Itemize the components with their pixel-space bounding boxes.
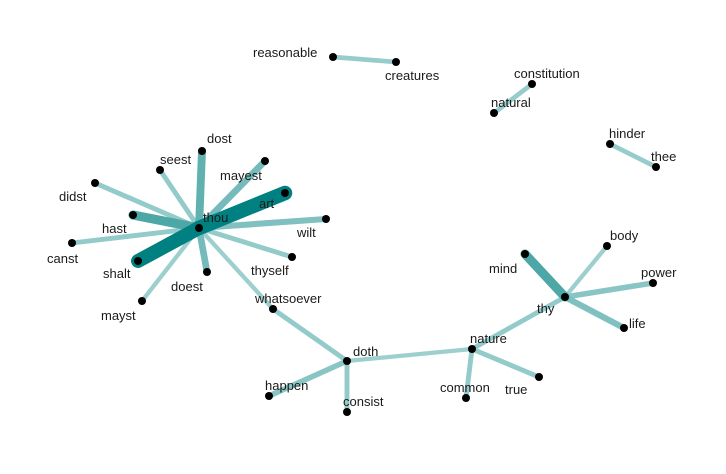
node-label-reasonable: reasonable (253, 45, 317, 60)
node-doth (343, 357, 351, 365)
edge-thy-mind (520, 249, 570, 302)
node-label-true: true (505, 382, 527, 397)
node-label-consist: consist (343, 394, 384, 409)
node-label-common: common (440, 380, 490, 395)
node-art (281, 189, 289, 197)
node-label-seest: seest (160, 152, 191, 167)
node-mayest (261, 157, 269, 165)
node-didst (91, 179, 99, 187)
edge-layer (69, 54, 659, 415)
node-label-thee: thee (651, 149, 676, 164)
node-label-hast: hast (102, 221, 127, 236)
node-label-hinder: hinder (609, 126, 646, 141)
node-label-mayst: mayst (101, 308, 136, 323)
node-thee (652, 163, 660, 171)
node-thou (195, 224, 203, 232)
edge-thou-shalt (131, 221, 206, 268)
edge-nature-thy (469, 294, 568, 352)
node-label-mind: mind (489, 261, 517, 276)
node-label-thou: thou (203, 210, 228, 225)
node-doest (203, 268, 211, 276)
node-hinder (606, 140, 614, 148)
edge-nature-true (469, 346, 542, 380)
edge-thou-canst (69, 225, 202, 246)
node-reasonable (329, 53, 337, 61)
node-dost (198, 147, 206, 155)
edge-thou-dost (195, 147, 206, 232)
node-label-mayest: mayest (220, 168, 262, 183)
node-power (649, 279, 657, 287)
node-label-didst: didst (59, 189, 87, 204)
node-wilt (322, 215, 330, 223)
node-shalt (134, 257, 142, 265)
node-label-natural: natural (491, 95, 531, 110)
edge-thy-power (562, 280, 656, 300)
edge-reasonable-creatures (330, 54, 399, 65)
node-thyself (288, 253, 296, 261)
node-label-creatures: creatures (385, 68, 440, 83)
edge-thou-thyself (196, 225, 295, 260)
edge-thou-doest (195, 224, 211, 276)
node-creatures (392, 58, 400, 66)
edge-doth-happen (266, 358, 350, 399)
node-label-constitution: constitution (514, 66, 580, 81)
edge-thou-hast (128, 210, 204, 233)
node-label-body: body (610, 228, 639, 243)
edge-thou-art (191, 185, 293, 236)
edge-constitution-natural (491, 81, 535, 116)
edge-whatsoever-doth (270, 306, 350, 364)
node-constitution (528, 80, 536, 88)
node-happen (265, 392, 273, 400)
node-label-doest: doest (171, 279, 203, 294)
node-true (535, 373, 543, 381)
node-label-thyself: thyself (251, 263, 289, 278)
node-consist (343, 408, 351, 416)
node-hast (129, 211, 137, 219)
edge-thou-whatsoever (196, 225, 276, 312)
node-layer (68, 53, 660, 416)
node-life (620, 324, 628, 332)
node-label-thy: thy (537, 301, 555, 316)
node-label-happen: happen (265, 378, 308, 393)
node-common (462, 394, 470, 402)
node-label-shalt: shalt (103, 266, 131, 281)
node-label-wilt: wilt (296, 225, 316, 240)
node-mind (521, 250, 529, 258)
edge-thy-body (562, 243, 610, 300)
node-thy (561, 293, 569, 301)
node-label-dost: dost (207, 131, 232, 146)
node-canst (68, 239, 76, 247)
node-mayst (138, 297, 146, 305)
node-label-nature: nature (470, 331, 507, 346)
node-whatsoever (269, 305, 277, 313)
node-label-canst: canst (47, 251, 78, 266)
node-label-power: power (641, 265, 677, 280)
node-label-whatsoever: whatsoever (254, 291, 322, 306)
edge-hinder-thee (607, 141, 659, 170)
edge-thy-life (561, 293, 628, 332)
edge-doth-nature (344, 346, 475, 364)
edge-nature-common (463, 346, 475, 401)
node-label-life: life (629, 316, 646, 331)
node-natural (490, 109, 498, 117)
label-layer: reasonable creatures constitution natural hi… (47, 45, 677, 409)
node-seest (156, 166, 164, 174)
node-body (603, 242, 611, 250)
node-nature (468, 345, 476, 353)
node-label-art: art (259, 196, 275, 211)
node-label-doth: doth (353, 344, 378, 359)
edge-thou-seest (157, 167, 202, 231)
